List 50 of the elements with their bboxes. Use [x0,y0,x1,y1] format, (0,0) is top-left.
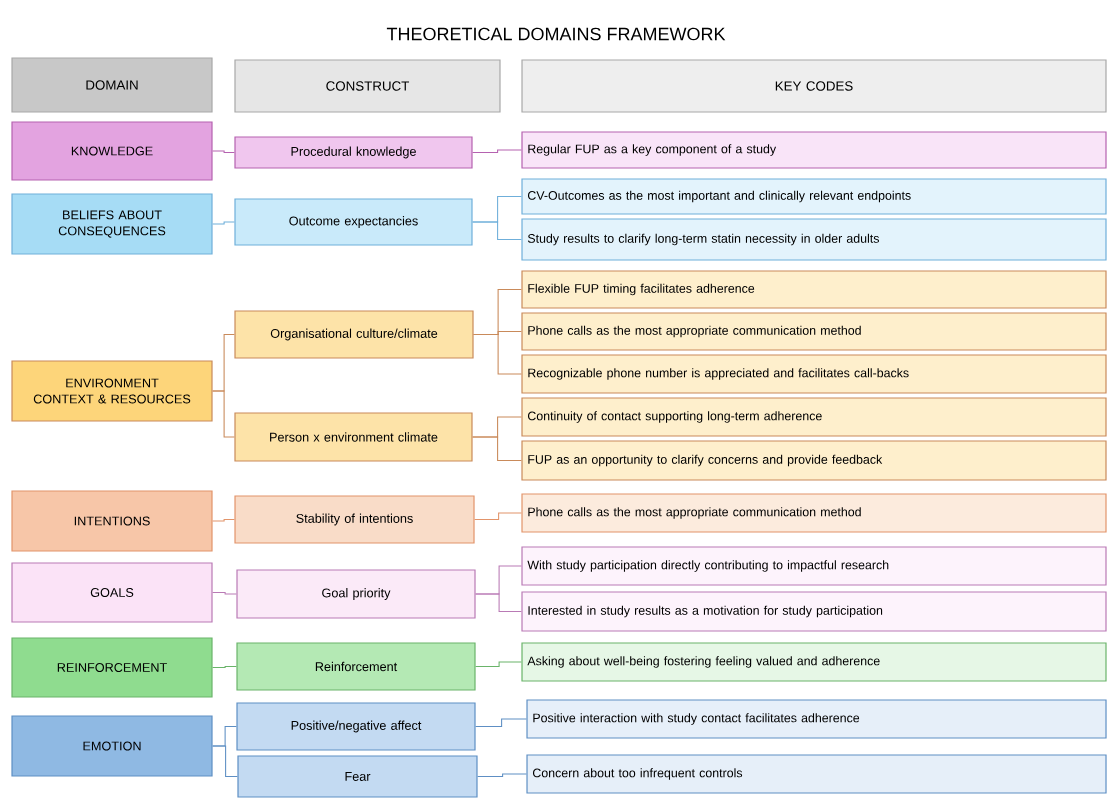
title: THEORETICAL DOMAINS FRAMEWORK [386,27,726,41]
connector-line [475,661,522,668]
key-code-box: Continuity of contact supporting long-term adherence [521,397,1107,437]
connector-line [475,718,527,728]
construct-box: Procedural knowledge [234,136,473,169]
key-code-box: With study participation directly contributing to impactful research [521,546,1107,586]
domain-box: EMOTION [11,715,213,777]
connector-line [472,149,522,154]
domain-box: DOMAIN [11,57,213,113]
key-code-box: Asking about well-being fostering feeling valued and adherence [521,642,1107,682]
domain-box: REINFORCEMENT [11,637,213,698]
domain-box: GOALS [11,562,213,623]
connector-line [212,390,235,438]
key-code-box: Positive interaction with study contact facilitates adherence [526,699,1107,739]
construct-box: Goal priority [236,569,476,619]
connector-line [212,221,235,225]
connector-line [475,593,522,613]
construct-box: Positive/negative affect [236,702,476,751]
connector-line [212,518,235,522]
construct-box: Organisational culture/climate [234,310,474,359]
connector-line [472,436,522,462]
key-code-box: CV-Outcomes as the most important and clinically relevant endpoints [521,178,1107,215]
construct-box: Person x environment climate [234,412,473,462]
key-code-box: Flexible FUP timing facilitates adherence [521,270,1107,309]
construct-box: Stability of intentions [234,495,475,544]
connector-line [212,150,235,154]
domain-box: ENVIRONMENT CONTEXT & RESOURCES [11,360,213,422]
key-code-box: KEY CODES [521,59,1107,113]
construct-box: Fear [237,755,478,798]
key-code-box: Interested in study results as a motivation for study participation [521,591,1107,632]
key-code-box: Phone calls as the most appropriate communication method [521,312,1107,351]
connector-line [474,512,522,521]
connector-line [473,333,522,375]
connector-line [212,745,238,778]
key-code-box: Regular FUP as a key component of a study [521,131,1107,169]
connector-line [472,221,522,241]
key-code-box: Concern about too infrequent controls [526,754,1107,794]
key-code-box: Recognizable phone number is appreciated and facilitates call-backs [521,354,1107,394]
domain-box: BELIEFS ABOUT CONSEQUENCES [11,193,213,255]
connector-line [477,773,527,778]
domain-box: INTENTIONS [11,490,213,552]
construct-box: Reinforcement [236,642,476,691]
domain-box: KNOWLEDGE [11,121,213,181]
construct-box: CONSTRUCT [234,59,501,113]
connector-line [212,591,237,595]
key-code-box: FUP as an opportunity to clarify concerns and provide feedback [521,440,1107,481]
connector-line [212,665,237,669]
key-code-box: Study results to clarify long-term statin necessity in older adults [521,218,1107,261]
key-code-box: Phone calls as the most appropriate communication method [521,493,1107,533]
construct-box: Outcome expectancies [234,198,473,246]
